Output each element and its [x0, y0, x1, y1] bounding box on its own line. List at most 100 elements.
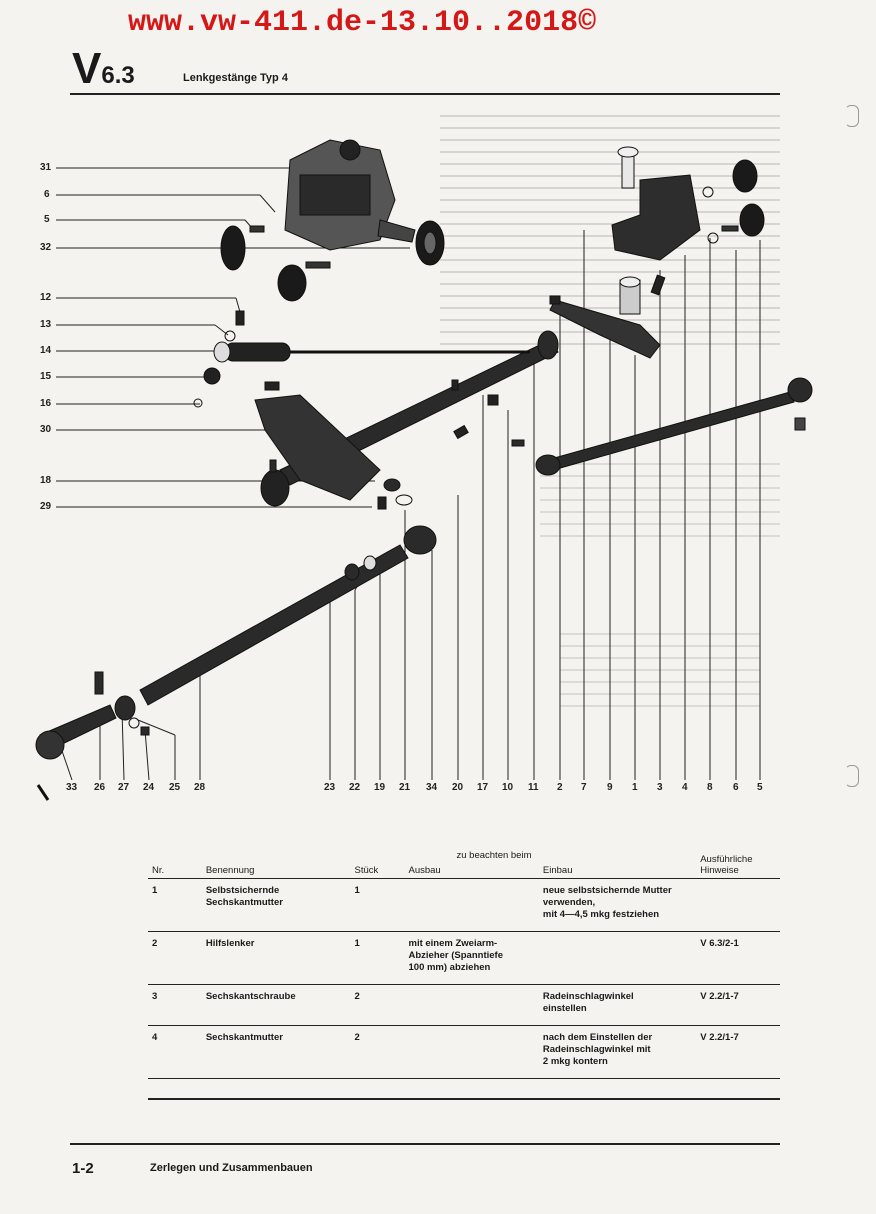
center-track-rod [254, 330, 559, 507]
callout-26: 26 [94, 782, 106, 793]
cell-stueck: 1 [350, 878, 405, 932]
callout-16: 16 [40, 398, 52, 409]
col-einbau: Einbau [538, 848, 697, 879]
table-row: 4 Sechskantmutter 2 nach dem Einstellen … [148, 1025, 780, 1079]
col-stueck: Stück [350, 848, 405, 879]
cell-einbau-line: 2 mkg kontern [542, 1056, 608, 1067]
steering-gear-box [220, 139, 445, 302]
callout-6b: 6 [733, 782, 739, 793]
left-track-rod [35, 478, 437, 801]
callout-12: 12 [40, 292, 52, 303]
exploded-steering-linkage-diagram [35, 139, 813, 801]
callout-6: 6 [44, 189, 50, 200]
cell-einbau-line: Radeinschlagwinkel mit [542, 1044, 651, 1055]
col-ausbau-label: Ausbau [408, 865, 441, 876]
col-zu-beachten: zu beachten beim [456, 850, 532, 861]
cell-benennung: Hilfslenker [201, 931, 351, 985]
idler-bracket [549, 146, 765, 359]
callout-2: 2 [557, 782, 563, 793]
cell-ausbau [404, 878, 539, 932]
section-sub: 6.3 [101, 62, 135, 89]
callout-22: 22 [349, 782, 361, 793]
right-track-rod [511, 377, 813, 476]
cell-hinweise [696, 878, 780, 932]
callout-14: 14 [40, 345, 52, 356]
cell-ausbau-line: mit einem Zweiarm- [408, 938, 498, 949]
cell-einbau-line: Radeinschlagwinkel [542, 991, 634, 1002]
table-header-row: Nr. Benennung Stück zu beachten beim Aus… [148, 848, 780, 879]
callout-25: 25 [169, 782, 181, 793]
section-main: V [72, 44, 102, 93]
cell-einbau-line: einstellen [542, 1003, 587, 1014]
callout-5b: 5 [757, 782, 763, 793]
callout-13: 13 [40, 319, 52, 330]
col-nr: Nr. [148, 848, 202, 879]
callout-10: 10 [502, 782, 514, 793]
callout-34: 34 [426, 782, 438, 793]
cell-stueck: 2 [350, 984, 405, 1026]
cell-ausbau [404, 1025, 539, 1079]
cell-einbau-line: neue selbstsichernde Mutter [542, 885, 672, 896]
parts-table: Nr. Benennung Stück zu beachten beim Aus… [148, 848, 780, 1079]
callout-24: 24 [143, 782, 155, 793]
callout-7: 7 [581, 782, 587, 793]
page-number: 1-2 [72, 1160, 94, 1177]
cell-benennung: Sechskantmutter [201, 1025, 351, 1079]
cell-stueck: 1 [350, 931, 405, 985]
callout-8: 8 [707, 782, 713, 793]
callout-30: 30 [40, 424, 52, 435]
callout-19: 19 [374, 782, 386, 793]
header-rule [70, 93, 780, 95]
col-hinweise-line1: Ausführliche [700, 854, 753, 865]
cell-nr: 2 [148, 931, 202, 985]
cell-ausbau [404, 984, 539, 1026]
cell-benennung-line: Sechskantmutter [205, 897, 283, 908]
callout-5: 5 [44, 214, 50, 225]
binder-hole [845, 765, 859, 787]
cell-stueck: 2 [350, 1025, 405, 1079]
callout-21: 21 [399, 782, 411, 793]
callout-1: 1 [632, 782, 638, 793]
cell-benennung-line: Hilfslenker [205, 938, 255, 949]
cell-einbau-line: nach dem Einstellen der [542, 1032, 653, 1043]
cell-einbau [538, 931, 697, 985]
page-title: Lenkgestänge Typ 4 [183, 72, 288, 84]
callout-18: 18 [40, 475, 52, 486]
callout-9: 9 [607, 782, 613, 793]
callout-17: 17 [477, 782, 489, 793]
cell-ausbau-line: Abzieher (Spanntiefe [408, 950, 504, 961]
callout-4: 4 [682, 782, 688, 793]
bleed-through-text [440, 112, 780, 352]
cell-einbau-line: mit 4—4,5 mkg festziehen [542, 909, 660, 920]
cell-hinweise: V 2.2/1-7 [696, 1025, 780, 1079]
callout-15: 15 [40, 371, 52, 382]
cell-nr: 4 [148, 1025, 202, 1079]
small-fasteners [377, 274, 666, 510]
cell-einbau-line: verwenden, [542, 897, 596, 908]
callout-29: 29 [40, 501, 52, 512]
col-hinweise: Ausführliche Hinweise [696, 848, 780, 879]
watermark-url: www.vw-411.de-13.10..2018© [128, 6, 597, 40]
steering-damper [193, 310, 530, 408]
callout-11: 11 [528, 782, 539, 793]
callout-23: 23 [324, 782, 336, 793]
cell-benennung-line: Sechskantmutter [205, 1032, 283, 1043]
callout-20: 20 [452, 782, 464, 793]
cell-hinweise: V 2.2/1-7 [696, 984, 780, 1026]
callout-3: 3 [657, 782, 663, 793]
col-hinweise-line2: Hinweise [700, 865, 739, 876]
cell-benennung: Sechskantschraube [201, 984, 351, 1026]
callout-27: 27 [118, 782, 130, 793]
table-row: 3 Sechskantschraube 2 Radeinschlagwinkel… [148, 984, 780, 1026]
footer-rule [70, 1143, 780, 1145]
cell-nr: 3 [148, 984, 202, 1026]
cell-benennung-line: Sechskantschraube [205, 991, 296, 1002]
cell-hinweise: V 6.3/2-1 [696, 931, 780, 985]
col-ausbau: zu beachten beim Ausbau [404, 848, 539, 879]
footer-title: Zerlegen und Zusammenbauen [150, 1162, 313, 1174]
callout-31: 31 [40, 162, 52, 173]
